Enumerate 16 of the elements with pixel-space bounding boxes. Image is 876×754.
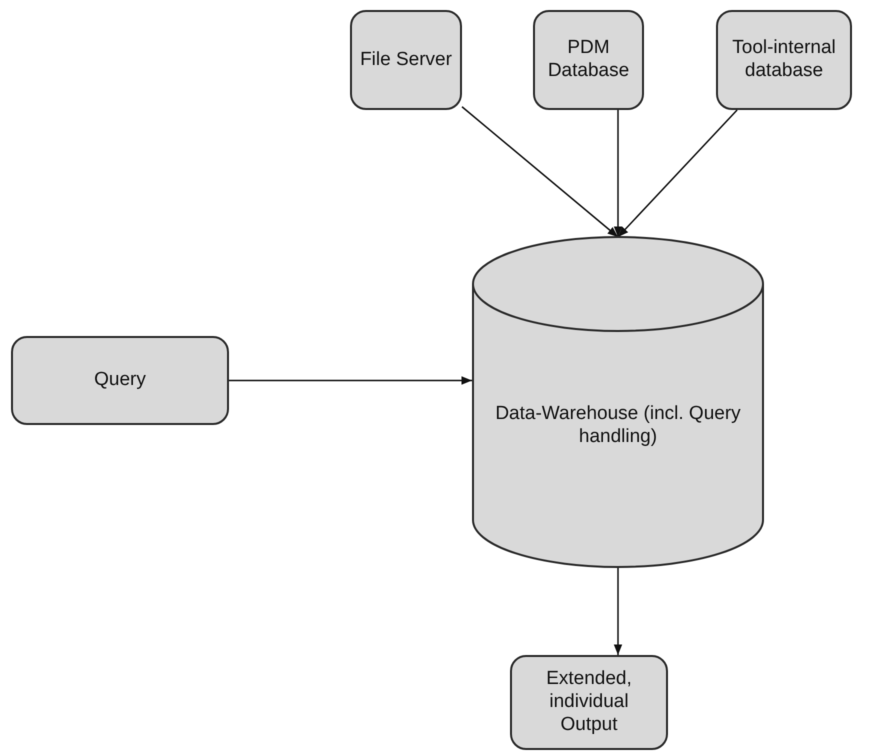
node-label: File Server [360, 48, 452, 72]
node-label: Data-Warehouse (incl. Query handling) [494, 402, 742, 448]
arrow [617, 109, 738, 238]
process-box [350, 10, 462, 110]
process-box [11, 336, 229, 425]
process-box [533, 10, 644, 110]
node-label: Tool-internal database [731, 37, 837, 83]
node-label: PDM Database [546, 37, 630, 83]
arrow [462, 106, 618, 238]
node-label: Query [94, 369, 146, 392]
process-box [510, 655, 668, 750]
node-label: Extended, individual Output [545, 668, 633, 737]
arrow [614, 567, 622, 655]
arrow [614, 110, 622, 237]
arrow [229, 376, 472, 385]
process-box [716, 10, 852, 110]
